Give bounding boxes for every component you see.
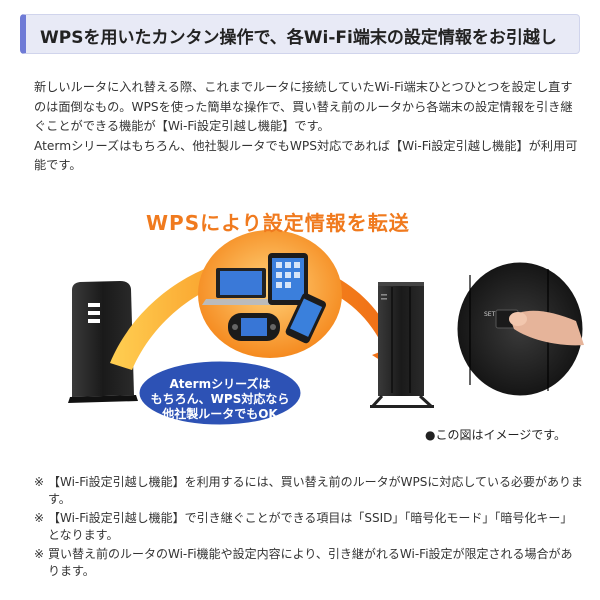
note-item: ※ 買い替え前のルータのWi-Fi機能や設定内容により、引き継がれるWi-Fi設…	[34, 546, 584, 579]
section-header: WPSを用いたカンタン操作で、各Wi-Fi端末の設定情報をお引越し	[20, 14, 580, 54]
devices-circle	[198, 230, 342, 358]
section-title: WPSを用いたカンタン操作で、各Wi-Fi端末の設定情報をお引越し	[40, 28, 557, 48]
bubble-line-3: 他社製ルータでもOK	[162, 407, 278, 421]
figure-headline: WPSにより設定情報を転送	[146, 211, 410, 235]
bubble-line-2: もちろん、WPS対応なら	[150, 392, 290, 406]
tablet-icon	[268, 253, 308, 305]
wps-button-zoom	[454, 259, 586, 399]
note-text: 【Wi-Fi設定引越し機能】で引き継ぐことができる項目は「SSID」「暗号化モー…	[48, 511, 573, 542]
intro-paragraph-2: Atermシリーズはもちろん、他社製ルータでもWPS対応であれば【Wi-Fi設定…	[34, 138, 578, 173]
note-mark: ※	[34, 475, 45, 489]
new-router	[370, 282, 434, 409]
intro-text: 新しいルータに入れ替える際、これまでルータに接続していたWi-Fi端末ひとつひと…	[34, 78, 579, 176]
old-router	[68, 281, 138, 403]
figure-caption: ●この図はイメージです。	[425, 428, 567, 442]
note-item: ※ 【Wi-Fi設定引越し機能】を利用するには、買い替え前のルータがWPSに対応…	[34, 474, 584, 507]
bubble-line-1: Atermシリーズは	[169, 377, 271, 391]
illustration-graphics	[68, 230, 586, 428]
bubble-text: Atermシリーズは もちろん、WPS対応なら 他社製ルータでもOK	[140, 377, 300, 422]
intro-paragraph-1: 新しいルータに入れ替える際、これまでルータに接続していたWi-Fi端末ひとつひと…	[34, 80, 573, 133]
note-text: 【Wi-Fi設定引越し機能】を利用するには、買い替え前のルータがWPSに対応して…	[48, 475, 583, 506]
game-console-icon	[228, 313, 280, 341]
note-item: ※ 【Wi-Fi設定引越し機能】で引き継ぐことができる項目は「SSID」「暗号化…	[34, 510, 584, 543]
smartphone-icon	[285, 293, 327, 344]
laptop-icon	[202, 268, 278, 305]
aterm-bubble	[136, 358, 304, 428]
wps-illustration: WPSにより設定情報を転送 Atermシリーズは もちろん、WPS対応なら 他社…	[0, 195, 600, 450]
note-mark: ※	[34, 511, 45, 525]
notes-list: ※ 【Wi-Fi設定引越し機能】を利用するには、買い替え前のルータがWPSに対応…	[34, 474, 584, 582]
set-button-label: SET	[484, 311, 496, 318]
note-mark: ※	[34, 547, 45, 561]
note-text: 買い替え前のルータのWi-Fi機能や設定内容により、引き継がれるWi-Fi設定が…	[48, 547, 573, 578]
